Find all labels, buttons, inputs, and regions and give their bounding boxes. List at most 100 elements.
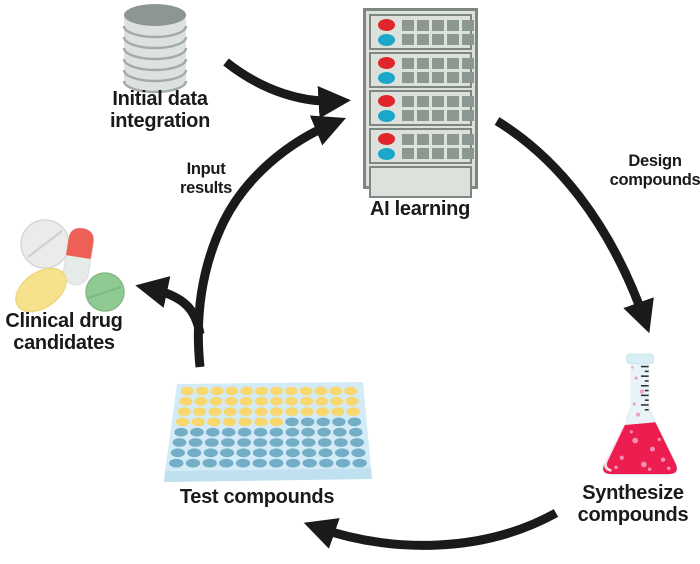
well-blue xyxy=(352,458,367,468)
well-blue xyxy=(269,448,284,458)
server-led-cyan xyxy=(378,109,395,122)
well-blue xyxy=(349,427,363,437)
pills-icon xyxy=(15,219,125,313)
well-blue xyxy=(285,458,301,468)
well-blue xyxy=(220,448,235,458)
well-yellow xyxy=(194,396,208,406)
server-unit xyxy=(369,52,474,88)
well-blue xyxy=(169,458,184,468)
well-blue xyxy=(269,438,284,447)
well-blue xyxy=(206,427,220,437)
well-blue xyxy=(174,427,188,437)
arrow-ai-to-synthesize xyxy=(494,117,654,334)
input-results-label: Input results xyxy=(179,160,232,197)
well-blue xyxy=(237,427,252,437)
well-blue xyxy=(317,427,331,437)
well-blue xyxy=(316,417,330,427)
well-blue xyxy=(237,438,251,447)
well-blue xyxy=(252,458,267,468)
well-yellow xyxy=(191,417,205,427)
well-yellow xyxy=(254,417,268,427)
well-yellow xyxy=(239,396,253,406)
plate-side xyxy=(164,468,372,482)
initial-data-label: Initial data integration xyxy=(109,88,211,132)
server-led-cyan xyxy=(378,147,395,160)
yellow-pill xyxy=(15,267,67,313)
well-yellow xyxy=(329,386,343,396)
server-vent-grid xyxy=(402,57,474,83)
well-yellow xyxy=(346,407,360,416)
well-yellow xyxy=(314,386,328,396)
well-blue xyxy=(285,427,300,437)
server-led-red xyxy=(378,56,395,69)
well-yellow xyxy=(193,407,207,416)
server-led-red xyxy=(378,132,395,145)
well-blue xyxy=(301,438,316,447)
well-blue xyxy=(351,448,366,458)
well-yellow xyxy=(238,417,252,427)
well-blue xyxy=(335,458,351,468)
well-blue xyxy=(334,448,350,458)
well-yellow xyxy=(345,396,359,406)
flask-icon xyxy=(602,353,678,475)
well-blue xyxy=(285,448,300,458)
well-yellow xyxy=(224,396,238,406)
well-blue xyxy=(219,458,234,468)
well-blue xyxy=(190,427,204,437)
green-tablet xyxy=(85,272,125,312)
server-unit xyxy=(369,14,474,50)
well-yellow xyxy=(270,386,283,396)
well-blue xyxy=(235,458,251,468)
well-yellow xyxy=(179,396,193,406)
well-blue xyxy=(302,448,317,458)
well-yellow xyxy=(330,396,344,406)
well-yellow xyxy=(208,407,222,416)
well-blue xyxy=(203,448,218,458)
server-unit xyxy=(369,90,474,126)
well-blue xyxy=(317,438,332,447)
database-icon xyxy=(122,4,188,94)
well-yellow xyxy=(209,396,223,406)
capsule xyxy=(62,227,94,286)
well-yellow xyxy=(239,407,253,416)
ai-learning-label: AI learning xyxy=(369,198,471,220)
well-yellow xyxy=(300,407,314,416)
plate-top xyxy=(165,382,371,471)
well-yellow xyxy=(269,417,284,427)
flask-liquid xyxy=(603,422,677,475)
well-blue xyxy=(332,417,346,427)
well-blue xyxy=(318,448,333,458)
well-yellow xyxy=(315,396,329,406)
well-yellow xyxy=(240,386,254,396)
well-blue xyxy=(221,438,235,447)
well-yellow xyxy=(269,396,283,406)
test-compounds-label: Test compounds xyxy=(179,486,335,508)
well-blue xyxy=(187,448,202,458)
well-yellow xyxy=(255,386,268,396)
well-blue xyxy=(319,458,334,468)
well-blue xyxy=(333,427,347,437)
synthesize-compounds-label: Synthesize compounds xyxy=(577,482,689,526)
well-yellow xyxy=(210,386,224,396)
server-led-cyan xyxy=(378,71,395,84)
well-yellow xyxy=(223,407,237,416)
server-led-red xyxy=(378,18,395,31)
well-yellow xyxy=(195,386,209,396)
well-yellow xyxy=(315,407,330,416)
well-blue xyxy=(253,438,268,447)
well-blue xyxy=(347,417,362,427)
clinical-candidates-label: Clinical drug candidates xyxy=(5,310,123,354)
well-yellow xyxy=(181,386,194,396)
well-blue xyxy=(172,438,187,447)
well-yellow xyxy=(254,407,268,416)
well-blue xyxy=(269,458,284,468)
well-yellow xyxy=(284,386,298,396)
well-blue xyxy=(350,438,364,447)
well-blue xyxy=(301,427,315,437)
server-units xyxy=(369,14,474,198)
well-blue xyxy=(170,448,185,458)
well-yellow xyxy=(285,396,298,406)
design-compounds-label: Design compounds xyxy=(609,152,700,189)
microplate-icon xyxy=(164,382,372,482)
well-blue xyxy=(188,438,203,447)
